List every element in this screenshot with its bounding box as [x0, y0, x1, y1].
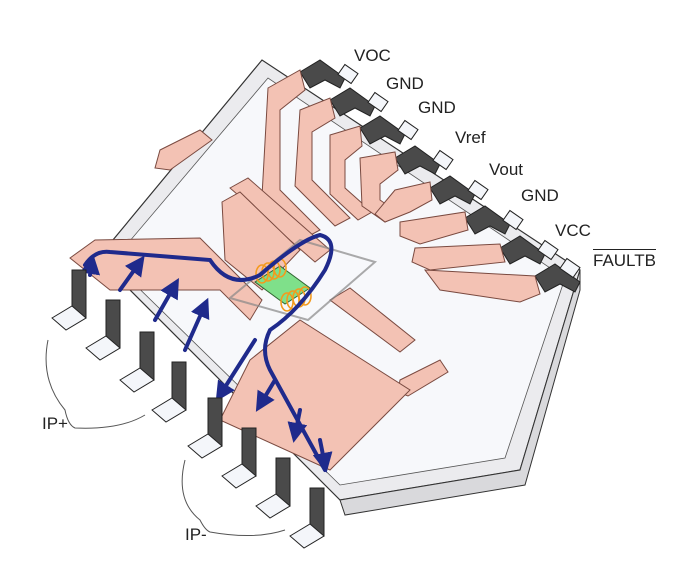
lead-vout: [429, 175, 489, 205]
pin-label-vref: Vref: [455, 128, 486, 147]
ip-minus-label: IP-: [185, 525, 207, 544]
pin-label-gnd-3: GND: [521, 186, 559, 205]
pin-label-vcc: VCC: [555, 221, 591, 240]
ip-plus-leads: [51, 269, 187, 423]
lead-voc: [299, 59, 359, 89]
ip-plus-lead-2: [85, 299, 121, 361]
lead-gnd-1: [329, 87, 389, 117]
ip-minus-lead-4: [289, 487, 325, 549]
current-path: [80, 232, 334, 473]
ip-minus-lead-1: [187, 397, 223, 459]
ip-minus-lead-2: [221, 427, 257, 489]
signal-traces: [154, 69, 541, 397]
pin-label-gnd-1: GND: [386, 74, 424, 93]
lead-gnd-2: [359, 115, 419, 145]
ip-plus-brace: [45, 339, 146, 429]
ip-plus-lead-1: [51, 269, 87, 331]
lead-gnd-3: [464, 205, 524, 235]
signal-leads: [299, 59, 581, 293]
pin-label-vout: Vout: [489, 160, 524, 179]
ip-plus-lead-3: [119, 331, 155, 393]
ip-minus-brace: [181, 459, 286, 537]
pin-label-voc: VOC: [354, 46, 391, 65]
ip-plus-label: IP+: [42, 414, 68, 433]
pin-label-gnd-2: GND: [418, 98, 456, 117]
coil-right: [280, 286, 312, 312]
ip-minus-lead-3: [255, 457, 291, 519]
ip-plus-lead-4: [151, 361, 187, 423]
lead-faultb: [534, 257, 581, 293]
pin-label-faultb: FAULTB: [593, 249, 656, 270]
lead-vcc: [499, 235, 559, 265]
package-body: [97, 59, 581, 516]
ip-minus-leads: [187, 397, 325, 549]
lead-vref: [394, 145, 454, 175]
